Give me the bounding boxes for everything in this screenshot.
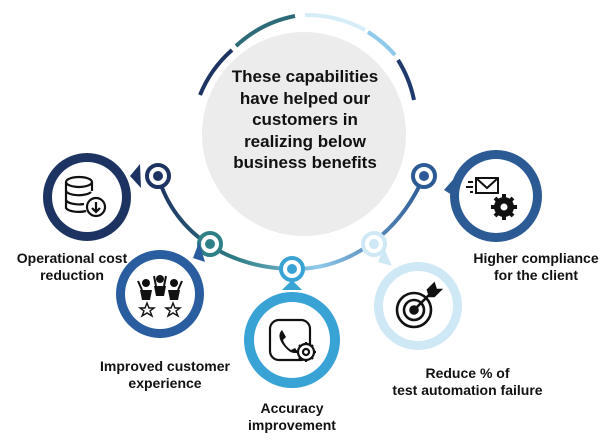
happy-team-stars-icon — [137, 275, 183, 318]
target-arrow-icon — [395, 281, 444, 329]
phone-gear-icon — [268, 318, 316, 362]
node-1 — [145, 163, 171, 189]
center-circle — [202, 32, 406, 236]
headline: These capabilities have helped our custo… — [231, 67, 379, 172]
database-download-icon — [64, 175, 107, 218]
benefit-circle-2 — [116, 242, 205, 338]
arc-nodes — [145, 163, 437, 282]
benefit-circle-5 — [444, 150, 542, 242]
benefit-label-4: Reduce % of test automation failure — [392, 365, 543, 398]
benefit-label-5: Higher compliance for the client — [473, 250, 599, 283]
outer-ring — [198, 12, 416, 101]
node-2 — [197, 231, 223, 257]
mail-gear-icon — [466, 177, 517, 220]
node-4 — [361, 231, 387, 257]
benefit-circle-1 — [43, 153, 141, 241]
benefit-circle-4 — [374, 248, 462, 350]
benefit-label-3: Accuracy improvement — [248, 400, 336, 433]
benefit-label-1: Operational cost reduction — [16, 250, 128, 283]
benefit-circle-3 — [244, 280, 340, 388]
benefit-label-2: Improved customer experience — [100, 358, 230, 391]
node-5 — [411, 163, 437, 189]
node-3 — [279, 256, 305, 282]
